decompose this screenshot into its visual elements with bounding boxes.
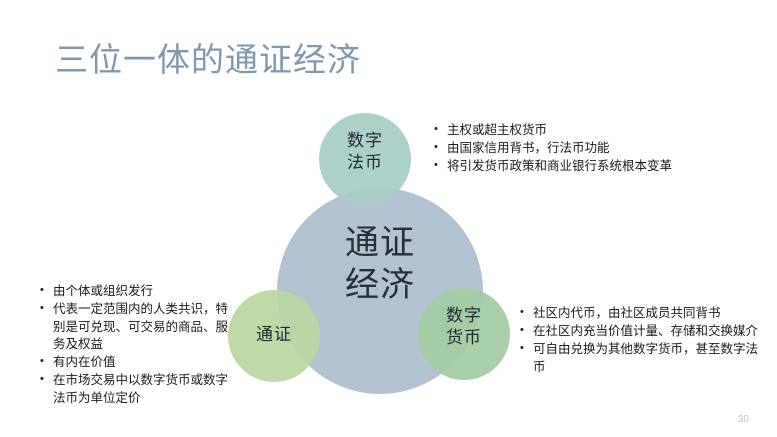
venn-label-bottom-left: 通证 — [256, 325, 292, 344]
list-item: 代表一定范围内的人类共识，特别是可兑现、可交易的商品、服务及权益 — [38, 300, 238, 354]
list-item: 主权或超主权货币 — [432, 121, 680, 140]
venn-label-top: 数字 法币 — [347, 131, 383, 172]
page-number: 30 — [737, 414, 749, 425]
list-item: 社区内代币，由社区成员共同背书 — [518, 304, 768, 323]
venn-label-center: 通证 经济 — [345, 224, 415, 304]
list-item: 将引发货币政策和商业银行系统根本变革 — [432, 157, 680, 176]
venn-circle-top — [319, 113, 411, 205]
list-item: 可自由兑换为其他数字货币，甚至数字法币 — [518, 340, 768, 376]
list-item: 在社区内充当价值计量、存储和交换媒介 — [518, 322, 768, 341]
list-item: 有内在价值 — [38, 353, 238, 372]
bullet-list-digital-fiat: 主权或超主权货币由国家信用背书，行法币功能将引发货币政策和商业银行系统根本变革 — [432, 121, 680, 176]
page-title: 三位一体的通证经济 — [55, 41, 361, 78]
bullet-list-token: 由个体或组织发行代表一定范围内的人类共识，特别是可兑现、可交易的商品、服务及权益… — [38, 282, 238, 408]
venn-circle-center — [277, 188, 483, 394]
bullet-list-digital-currency: 社区内代币，由社区成员共同背书在社区内充当价值计量、存储和交换媒介可自由兑换为其… — [518, 304, 768, 377]
venn-label-bottom-right: 数字 货币 — [446, 306, 482, 347]
venn-circle-bottom-left — [228, 290, 320, 382]
list-item: 由国家信用背书，行法币功能 — [432, 139, 680, 158]
venn-circle-bottom-right — [418, 288, 510, 380]
list-item: 由个体或组织发行 — [38, 282, 238, 301]
list-item: 在市场交易中以数字货币或数字法币为单位定价 — [38, 371, 238, 407]
